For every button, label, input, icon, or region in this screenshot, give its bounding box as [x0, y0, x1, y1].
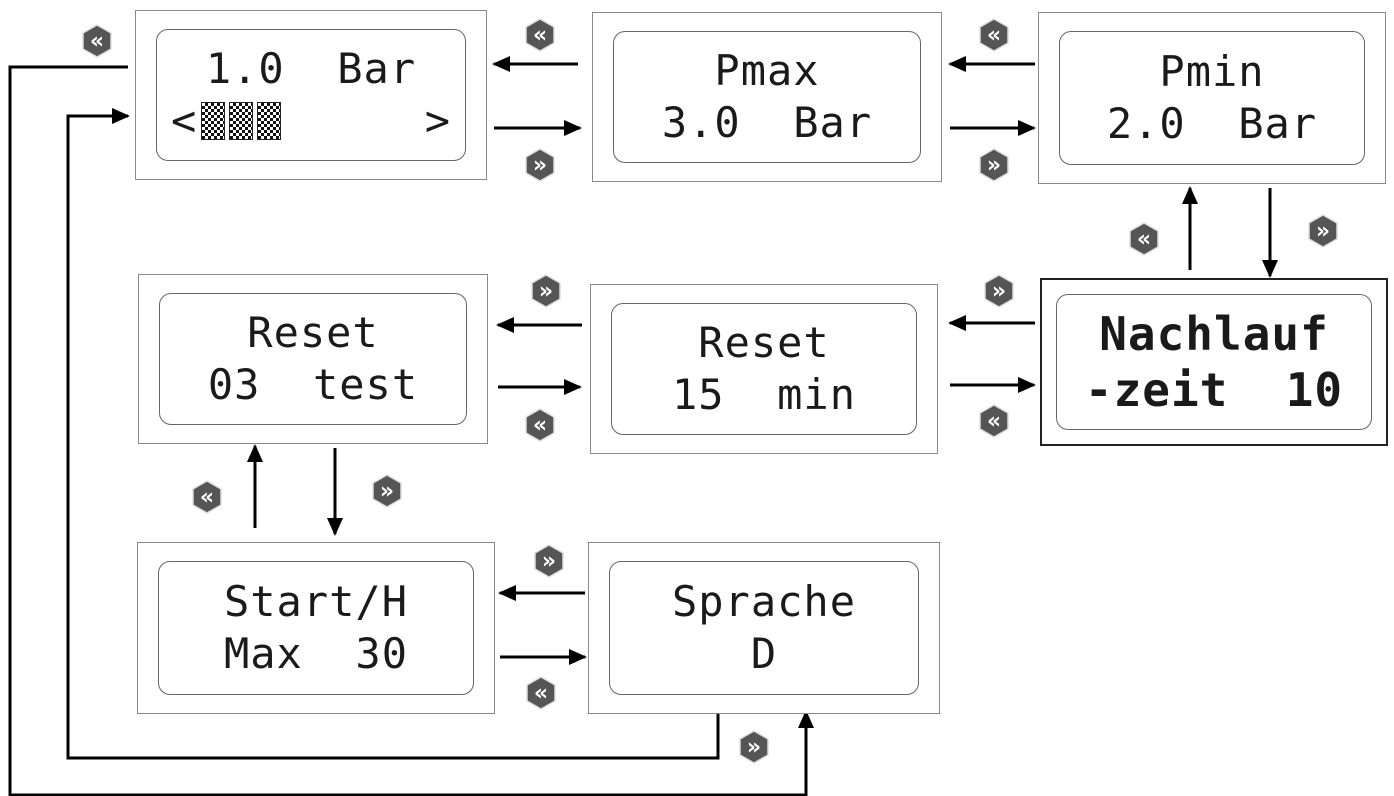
sprache-label: Sprache: [671, 577, 856, 626]
pmin-label: Pmin: [1159, 47, 1265, 96]
screen-pmax: Pmax 3.0 Bar: [592, 12, 942, 182]
pmax-value: 3.0 Bar: [661, 98, 873, 147]
left-arrow-glyph: <: [171, 96, 198, 145]
back-badge-icon: «: [523, 18, 557, 52]
screen-pressure: 1.0 Bar < >: [135, 10, 487, 180]
loop-sprache-to-pressure: [66, 108, 720, 760]
lcd-pmin: Pmin 2.0 Bar: [1059, 31, 1365, 165]
screen-start: Start/H Max 30: [137, 542, 495, 714]
svg-text:»: »: [542, 549, 556, 574]
svg-text:«: «: [533, 23, 547, 48]
forward-badge-icon: »: [977, 148, 1011, 182]
forward-badge-icon: »: [737, 730, 771, 764]
bar-block: [257, 102, 282, 140]
right-arrow-glyph: >: [424, 96, 451, 145]
lcd-sprache: Sprache D: [609, 561, 919, 695]
nachlauf-value: -zeit 10: [1084, 363, 1344, 417]
back-badge-icon: «: [977, 18, 1011, 52]
svg-text:«: «: [533, 413, 547, 438]
forward-badge-icon: »: [1306, 214, 1340, 248]
back-badge-icon: «: [1127, 222, 1161, 256]
lcd-pmax: Pmax 3.0 Bar: [613, 31, 921, 163]
svg-text:»: »: [380, 479, 394, 504]
start-label: Start/H: [223, 577, 408, 626]
svg-text:«: «: [987, 409, 1001, 434]
svg-text:»: »: [533, 153, 547, 178]
screen-sprache: Sprache D: [588, 542, 940, 714]
reset-min-value: 15 min: [671, 370, 856, 419]
pressure-value: 1.0 Bar: [205, 44, 417, 93]
back-badge-icon: «: [523, 408, 557, 442]
forward-badge-icon: »: [532, 544, 566, 578]
screen-reset-min: Reset 15 min: [590, 284, 938, 454]
pmin-value: 2.0 Bar: [1106, 99, 1318, 148]
svg-text:»: »: [539, 279, 553, 304]
nachlauf-label: Nachlauf: [1099, 307, 1329, 361]
svg-text:«: «: [90, 29, 104, 54]
pmax-label: Pmax: [714, 46, 820, 95]
loop-pressure-to-sprache: [8, 65, 814, 796]
pressure-bar-graph: [201, 102, 282, 140]
sprache-value: D: [750, 629, 778, 678]
lcd-nachlauf: Nachlauf -zeit 10: [1056, 294, 1372, 430]
svg-text:»: »: [747, 735, 761, 760]
screen-reset-test: Reset 03 test: [138, 274, 488, 444]
lcd-reset-test: Reset 03 test: [159, 293, 467, 425]
lcd-pressure: 1.0 Bar < >: [156, 29, 466, 161]
start-value: Max 30: [223, 629, 408, 678]
lcd-reset-min: Reset 15 min: [611, 303, 917, 435]
back-badge-icon: «: [80, 24, 114, 58]
svg-text:«: «: [534, 681, 548, 706]
lcd-start: Start/H Max 30: [158, 561, 474, 695]
svg-text:«: «: [1137, 227, 1151, 252]
pressure-bar-row: < >: [157, 97, 465, 145]
reset-min-label: Reset: [698, 318, 830, 367]
bar-block: [229, 102, 254, 140]
forward-badge-icon: »: [982, 274, 1016, 308]
forward-badge-icon: »: [370, 474, 404, 508]
screen-nachlauf: Nachlauf -zeit 10: [1040, 278, 1388, 446]
back-badge-icon: «: [190, 480, 224, 514]
forward-badge-icon: »: [523, 148, 557, 182]
svg-text:»: »: [1316, 219, 1330, 244]
svg-text:»: »: [992, 279, 1006, 304]
svg-text:«: «: [200, 485, 214, 510]
svg-text:»: »: [987, 153, 1001, 178]
svg-text:«: «: [987, 23, 1001, 48]
screen-pmin: Pmin 2.0 Bar: [1038, 12, 1386, 184]
back-badge-icon: «: [524, 676, 558, 710]
forward-badge-icon: »: [529, 274, 563, 308]
reset-test-label: Reset: [247, 308, 379, 357]
bar-block: [201, 102, 226, 140]
back-badge-icon: «: [977, 404, 1011, 438]
reset-test-value: 03 test: [207, 360, 419, 409]
